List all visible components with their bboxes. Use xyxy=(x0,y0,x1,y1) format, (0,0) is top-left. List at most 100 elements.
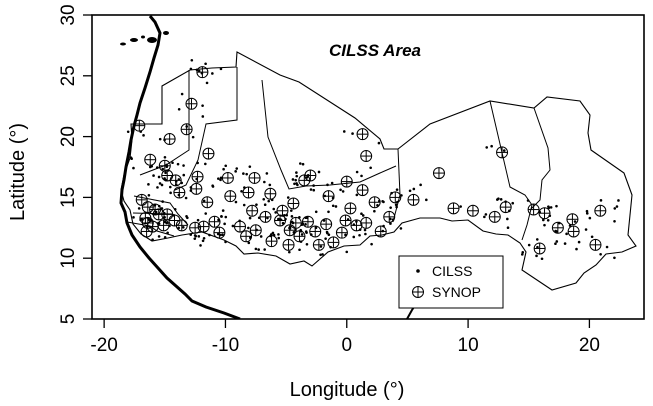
x-tick-label: 0 xyxy=(341,335,352,356)
synop-station-marker xyxy=(242,186,255,199)
synop-station-marker xyxy=(189,221,202,234)
cilss-station-dot xyxy=(499,198,503,201)
y-tick-label: 20 xyxy=(58,126,79,147)
synop-station-marker xyxy=(196,66,209,79)
synop-station-marker xyxy=(144,153,157,166)
cilss-station-dot xyxy=(339,188,342,192)
y-tick-label: 30 xyxy=(58,4,79,25)
cilss-station-dot xyxy=(286,196,290,199)
cilss-station-dot xyxy=(295,174,299,178)
cilss-station-dot xyxy=(242,172,245,175)
cilss-station-dot xyxy=(148,165,152,169)
cilss-station-dot xyxy=(247,226,250,230)
cilss-station-dot xyxy=(191,135,195,139)
cilss-station-dot xyxy=(142,134,145,137)
cilss-station-dot xyxy=(373,209,376,213)
cilss-station-dot xyxy=(177,107,181,111)
synop-station-marker xyxy=(538,207,551,220)
cilss-station-dot xyxy=(319,253,322,257)
synop-station-marker xyxy=(283,224,296,237)
cilss-station-dot xyxy=(355,193,359,197)
synop-stations xyxy=(133,66,607,255)
cilss-station-dot xyxy=(526,199,530,202)
cilss-station-dot xyxy=(361,214,365,217)
cilss-station-dot xyxy=(314,210,318,214)
cilss-station-dot xyxy=(140,218,144,221)
cilss-station-dot xyxy=(342,130,346,133)
cilss-station-dot xyxy=(277,233,280,236)
cilss-station-dot xyxy=(555,240,559,243)
y-tick-label: 5 xyxy=(58,314,79,325)
cilss-station-dot xyxy=(266,216,269,220)
cilss-station-dot xyxy=(152,174,155,177)
cilss-station-dot xyxy=(360,212,363,216)
cilss-station-dot xyxy=(180,92,184,96)
cilss-station-dot xyxy=(615,205,619,208)
cilss-station-dot xyxy=(305,242,309,246)
legend-cilss-marker xyxy=(416,269,420,273)
cilss-station-dot xyxy=(274,211,277,214)
synop-station-marker xyxy=(234,220,247,233)
synop-station-marker xyxy=(282,238,295,251)
cilss-station-dot xyxy=(147,183,150,186)
cilss-station-dot xyxy=(520,253,524,256)
legend-synop-marker xyxy=(412,286,424,298)
cilss-station-dot xyxy=(259,235,263,238)
cilss-station-dot xyxy=(199,244,202,247)
synop-station-marker xyxy=(293,230,306,243)
y-tick-label: 15 xyxy=(58,187,79,208)
cilss-station-dot xyxy=(220,214,223,218)
synop-station-marker xyxy=(533,242,546,255)
cilss-station-dot xyxy=(295,171,298,174)
cilss-station-dot xyxy=(585,209,589,213)
cilss-station-dot xyxy=(224,215,228,219)
cilss-station-dot xyxy=(158,182,162,185)
cilss-station-dot xyxy=(263,248,266,251)
cilss-station-dot xyxy=(536,245,539,249)
synop-station-marker xyxy=(265,235,278,248)
synop-station-marker xyxy=(566,213,579,226)
cilss-station-dot xyxy=(196,161,199,165)
synop-station-marker xyxy=(368,196,381,209)
synop-station-marker xyxy=(276,204,289,217)
cilss-station-dot xyxy=(613,219,616,223)
cilss-station-dot xyxy=(221,233,224,237)
cilss-station-dot xyxy=(334,205,338,208)
cilss-station-dot xyxy=(412,187,416,191)
island xyxy=(147,37,157,43)
cilss-station-dot xyxy=(160,183,164,187)
cilss-station-dot xyxy=(176,162,180,166)
cilss-station-dot xyxy=(613,256,616,260)
cilss-station-dot xyxy=(364,232,367,236)
cilss-station-dot xyxy=(161,200,164,203)
cilss-station-dot xyxy=(535,238,539,241)
cilss-station-dot xyxy=(341,190,345,193)
y-tick-label: 10 xyxy=(58,248,79,269)
cilss-station-dot xyxy=(395,188,399,191)
cilss-station-dot xyxy=(234,200,238,204)
cilss-station-dot xyxy=(231,224,235,228)
cilss-station-dot xyxy=(301,162,305,166)
cilss-station-dot xyxy=(204,162,207,166)
cilss-station-dot xyxy=(248,216,252,220)
x-tick-label: -10 xyxy=(212,335,239,356)
cilss-station-dot xyxy=(184,196,188,200)
cilss-station-dot xyxy=(565,232,568,236)
cilss-station-dot xyxy=(317,170,321,174)
cilss-station-dot xyxy=(157,235,161,238)
cilss-station-dot xyxy=(389,222,392,225)
synop-station-marker xyxy=(173,186,186,199)
synop-station-marker xyxy=(240,230,253,243)
synop-station-marker xyxy=(389,191,402,204)
x-tick-label: -20 xyxy=(90,335,117,356)
cilss-station-dot xyxy=(132,166,135,170)
synop-station-marker xyxy=(287,197,300,210)
cilss-station-dot xyxy=(324,237,327,240)
cilss-station-dot xyxy=(369,166,372,170)
cilss-station-dot xyxy=(288,250,291,254)
synop-station-marker xyxy=(158,159,171,172)
cilss-station-dot xyxy=(186,216,189,220)
cilss-station-dot xyxy=(163,236,167,239)
cilss-station-dot xyxy=(166,231,169,235)
cilss-station-dot xyxy=(201,104,204,107)
